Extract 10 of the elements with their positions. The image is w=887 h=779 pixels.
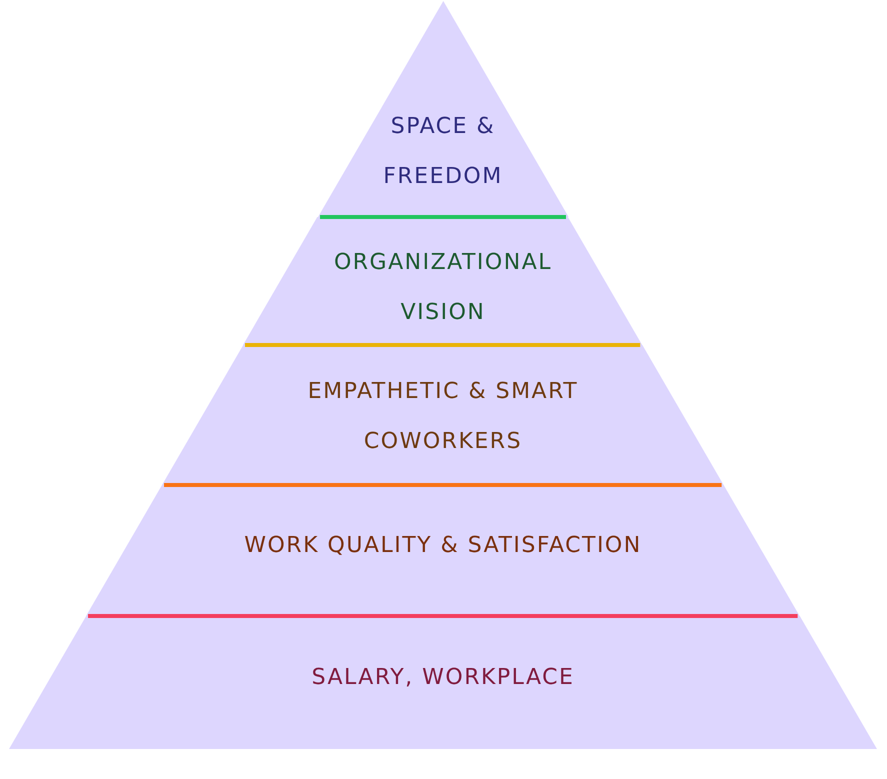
tier-label: SALARY, WORKPLACE (310, 664, 575, 692)
pyramid-tier (86, 485, 800, 616)
pyramid-tier (318, 1, 568, 217)
tier-label: SPACE & FREEDOM (382, 113, 504, 191)
tier-label: WORK QUALITY & SATISFACTION (243, 532, 642, 560)
pyramid-tier (243, 217, 643, 345)
pyramid-tier (9, 616, 877, 749)
pyramid-tier (162, 345, 724, 485)
tier-label: ORGANIZATIONAL VISION (332, 249, 553, 327)
tier-label: EMPATHETIC & SMART COWORKERS (306, 378, 579, 456)
